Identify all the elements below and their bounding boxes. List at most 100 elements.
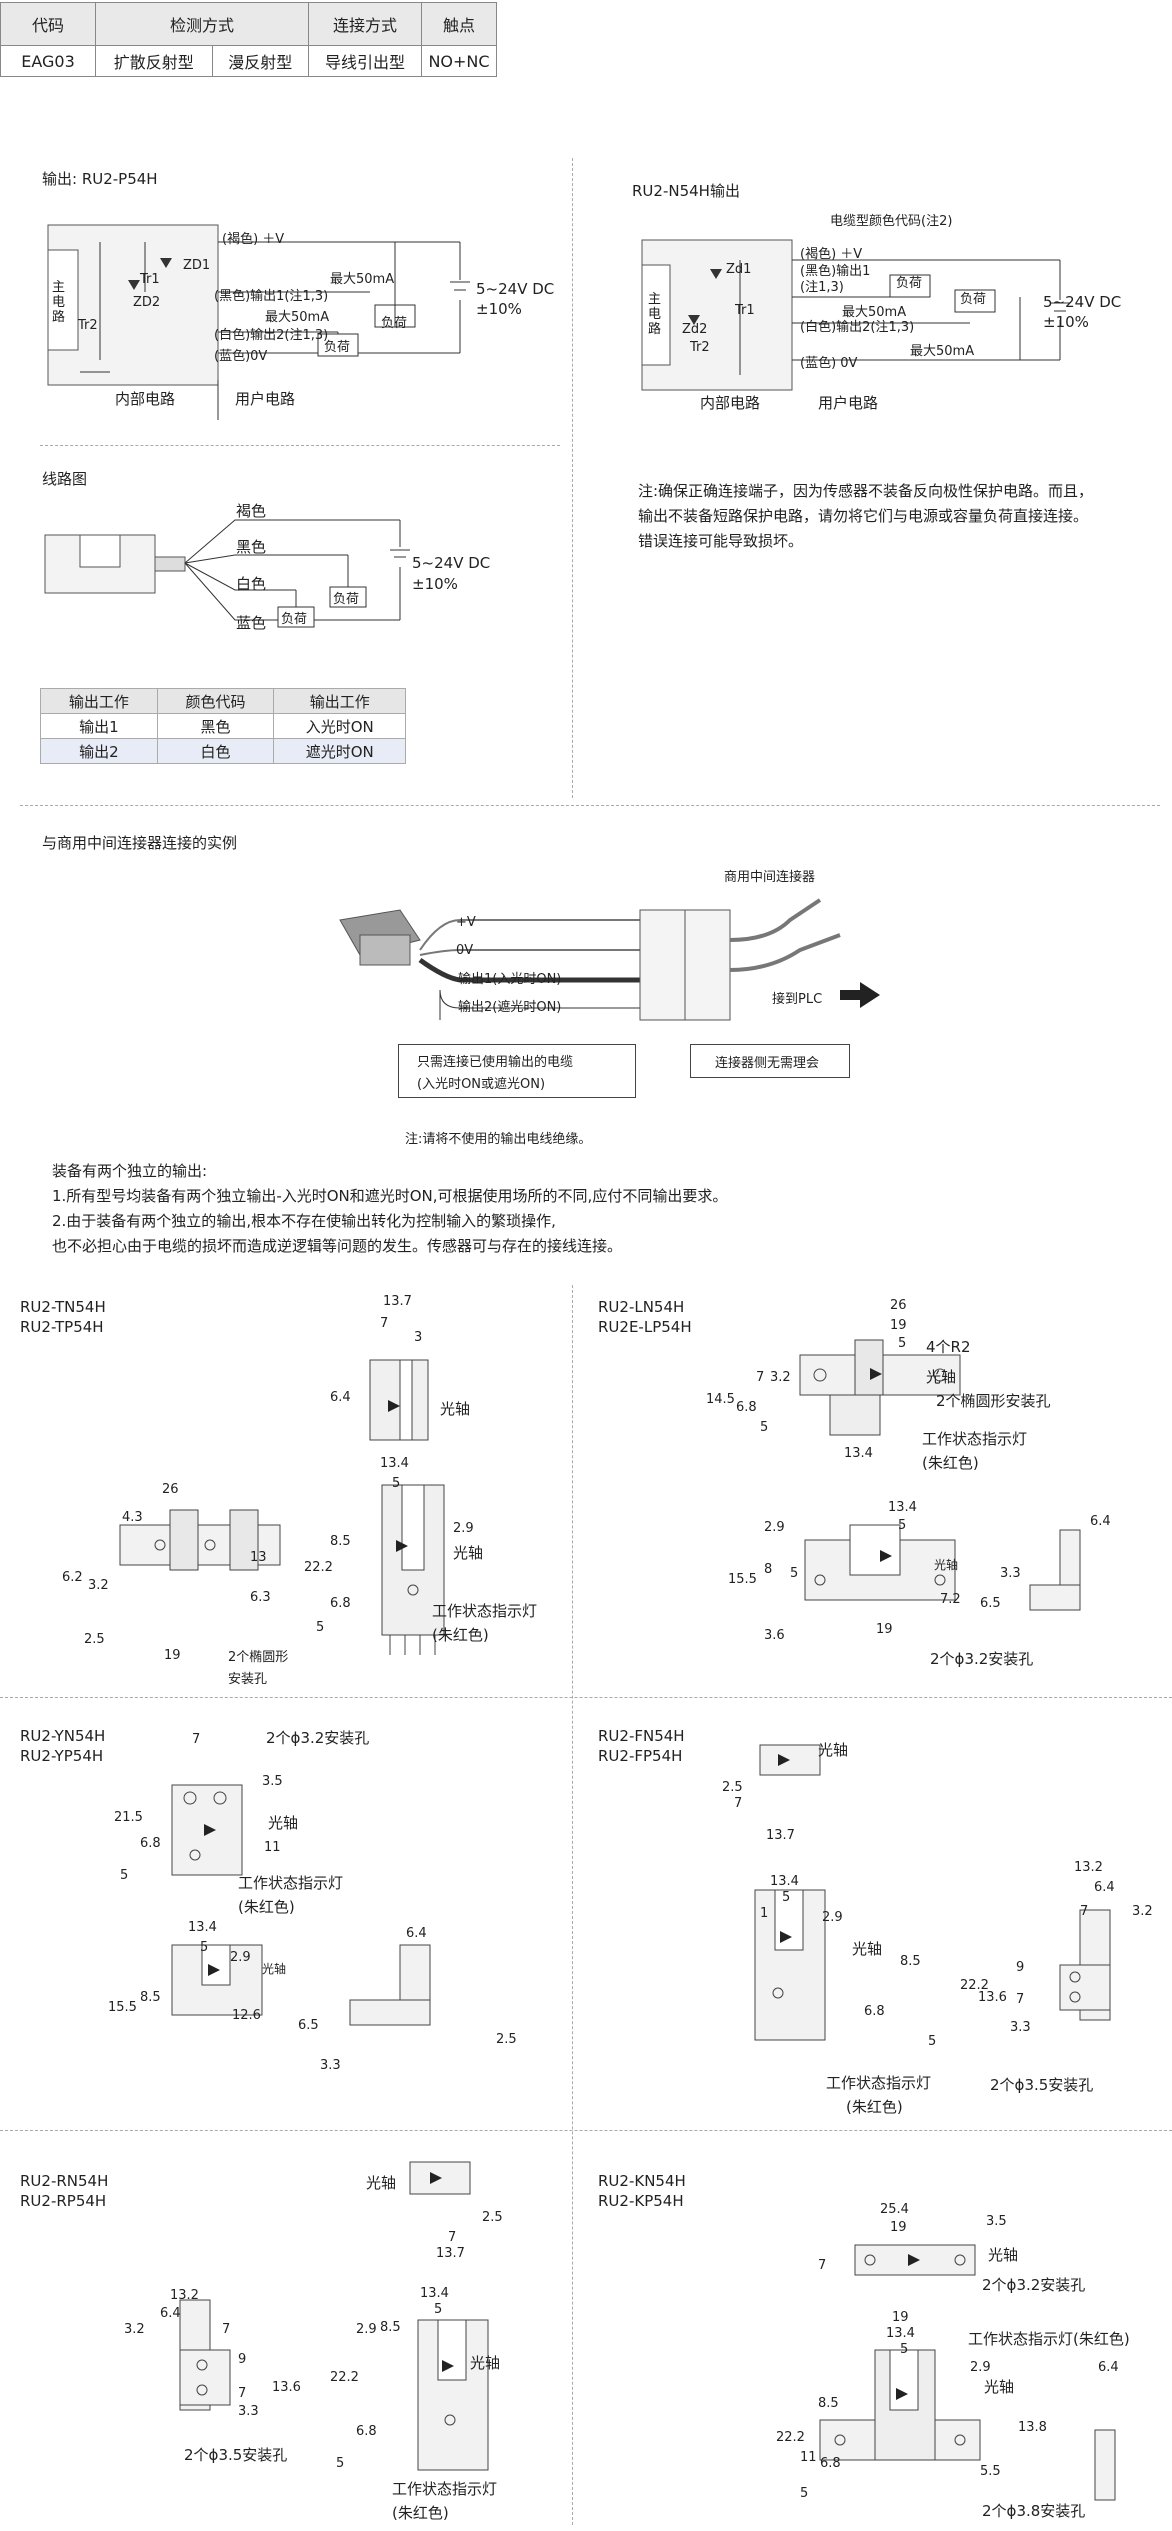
yn-holes: 2个ϕ3.2安装孔 xyxy=(266,1729,370,1747)
wiring-title: 线路图 xyxy=(42,470,88,488)
note2-line2: 输出不装备短路保护电路，请勿将它们与电源或容量负荷直接连接。 xyxy=(638,507,1089,525)
yn-led: 工作状态指示灯 xyxy=(238,1874,344,1892)
cr-load1: 负荷 xyxy=(896,276,923,291)
tn-holes2: 安装孔 xyxy=(228,1672,268,1687)
kn-model2: RU2-KP54H xyxy=(598,2192,684,2210)
yn-d-6: 13.4 xyxy=(188,1920,217,1935)
rn-d-11: 13.4 xyxy=(420,2286,449,2301)
cr-load2: 负荷 xyxy=(960,292,987,307)
cl-white: (白色)输出2(注1,3) xyxy=(214,328,329,343)
cr-supply: 5~24V DC xyxy=(1043,293,1122,311)
yn-d-0: 7 xyxy=(192,1732,201,1747)
ln-d-17: 19 xyxy=(876,1622,893,1637)
wire-black: 黑色 xyxy=(236,538,267,556)
cr-black: (黑色)输出1 xyxy=(800,264,871,279)
cl-tr1: Tr1 xyxy=(140,272,160,287)
outputs-line0: 装备有两个独立的输出: xyxy=(52,1162,208,1180)
circuit-right-diagram xyxy=(641,239,1070,391)
tn-axis2: 光轴 xyxy=(453,1544,484,1562)
tn-drawing xyxy=(119,1359,445,1655)
ln-d-19: 3.3 xyxy=(1000,1566,1021,1581)
tn-d-10: 2.5 xyxy=(84,1632,105,1647)
rn-d-6: 3.2 xyxy=(124,2322,145,2337)
wire-r0-c1: 黑色 xyxy=(156,713,275,739)
kn-d-5: 13.4 xyxy=(886,2326,915,2341)
tn-d-13: 5 xyxy=(392,1476,401,1491)
fn-drawing xyxy=(754,1744,1111,2041)
cr-main: 主电路 xyxy=(648,292,662,337)
cl-load2: 负荷 xyxy=(324,340,351,355)
conn-box2-text: 连接器侧无需理会 xyxy=(715,1056,820,1071)
spec-code: EAG03 xyxy=(0,45,96,77)
yn-drawing xyxy=(171,1784,431,2026)
fn-d-15: 9 xyxy=(1016,1960,1025,1975)
conn-box1-l2: (入光时ON或遮光ON) xyxy=(417,1077,546,1092)
rn-model1: RU2-RN54H xyxy=(20,2172,109,2190)
outputs-line3: 也不必担心由于电缆的损坏而造成逆逻辑等问题的发生。传感器可与存在的接线连接。 xyxy=(52,1237,623,1255)
cr-brown: (褐色) ＋V xyxy=(800,247,863,262)
yn-d-12: 6.4 xyxy=(406,1926,427,1941)
fn-d-8: 22.2 xyxy=(960,1978,989,1993)
wire-blue: 蓝色 xyxy=(236,614,267,632)
rn-model2: RU2-RP54H xyxy=(20,2192,107,2210)
cr-zd1: Zd1 xyxy=(726,262,752,277)
wire-r1-c0: 输出2 xyxy=(40,738,158,764)
kn-d-6: 5 xyxy=(900,2342,909,2357)
tn-model2: RU2-TP54H xyxy=(20,1318,104,1336)
rn-d-16: 6.8 xyxy=(356,2424,377,2439)
ln-d-4: 3.2 xyxy=(770,1370,791,1385)
kn-axis2: 光轴 xyxy=(984,2378,1015,2396)
yn-model2: RU2-YP54H xyxy=(20,1747,104,1765)
conn-plc: 接到PLC xyxy=(772,992,823,1007)
tn-d-11: 19 xyxy=(164,1648,181,1663)
rn-axis: 光轴 xyxy=(366,2174,397,2192)
divider-h-left xyxy=(40,445,560,446)
cr-max2: 最大50mA xyxy=(910,344,975,359)
cl-zd2: ZD2 xyxy=(133,295,161,310)
note2-line3: 错误连接可能导致损坏。 xyxy=(638,532,804,550)
yn-d-3: 11 xyxy=(264,1840,281,1855)
conn-box1-l1: 只需连接已使用输出的电缆 xyxy=(417,1055,574,1070)
yn-d-2: 21.5 xyxy=(114,1810,143,1825)
ln-d-8: 13.4 xyxy=(844,1446,873,1461)
wire-load2: 负荷 xyxy=(281,612,308,627)
rn-d-4: 6.4 xyxy=(160,2306,181,2321)
wire-supply: 5~24V DC xyxy=(412,554,491,572)
ln-led2: (朱红色) xyxy=(922,1454,979,1472)
cl-brown: (褐色) ＋V xyxy=(222,232,285,247)
spec-conn: 导线引出型 xyxy=(308,45,422,77)
tn-d-0: 13.7 xyxy=(383,1294,412,1309)
fn-d-18: 3.3 xyxy=(1010,2020,1031,2035)
ln-d-14: 5 xyxy=(790,1566,799,1581)
yn-led2: (朱红色) xyxy=(238,1898,295,1916)
cl-internal: 内部电路 xyxy=(115,390,176,408)
cr-tr2: Tr2 xyxy=(690,340,710,355)
kn-d-2: 3.5 xyxy=(986,2214,1007,2229)
conn-label: 商用中间连接器 xyxy=(724,870,816,885)
cr-white: (白色)输出2(注1,3) xyxy=(800,320,915,335)
divider-v-top xyxy=(572,158,573,798)
wire-brown: 褐色 xyxy=(236,502,267,520)
wire-tol: ±10% xyxy=(412,575,458,593)
wire-table: 输出工作 颜色代码 输出工作 输出1 黑色 入光时ON 输出2 白色 遮光时ON xyxy=(40,688,406,764)
kn-d-13: 5 xyxy=(800,2486,809,2501)
cr-blue: (蓝色) 0V xyxy=(800,356,858,371)
conn-0v: 0V xyxy=(456,943,474,958)
yn-d-1: 3.5 xyxy=(262,1774,283,1789)
ln-d-6: 6.8 xyxy=(736,1400,757,1415)
fn-d-6: 2.9 xyxy=(822,1910,843,1925)
cl-tol: ±10% xyxy=(476,300,522,318)
tn-d-12: 13.4 xyxy=(380,1456,409,1471)
kn-d-11: 11 xyxy=(800,2450,817,2465)
ln-d-9: 13.4 xyxy=(888,1500,917,1515)
ln-d-13: 8 xyxy=(764,1562,773,1577)
ln-holes: 2个椭圆形安装孔 xyxy=(936,1392,1051,1410)
ln-d-3: 7 xyxy=(756,1370,765,1385)
fn-led2: (朱红色) xyxy=(846,2098,903,2116)
rn-d-9: 3.3 xyxy=(238,2404,259,2419)
spec-detect2: 漫反射型 xyxy=(211,45,310,77)
kn-d-0: 25.4 xyxy=(880,2202,909,2217)
cl-user: 用户电路 xyxy=(235,390,296,408)
fn-holes: 2个ϕ3.5安装孔 xyxy=(990,2076,1094,2094)
ln-d-0: 26 xyxy=(890,1298,907,1313)
